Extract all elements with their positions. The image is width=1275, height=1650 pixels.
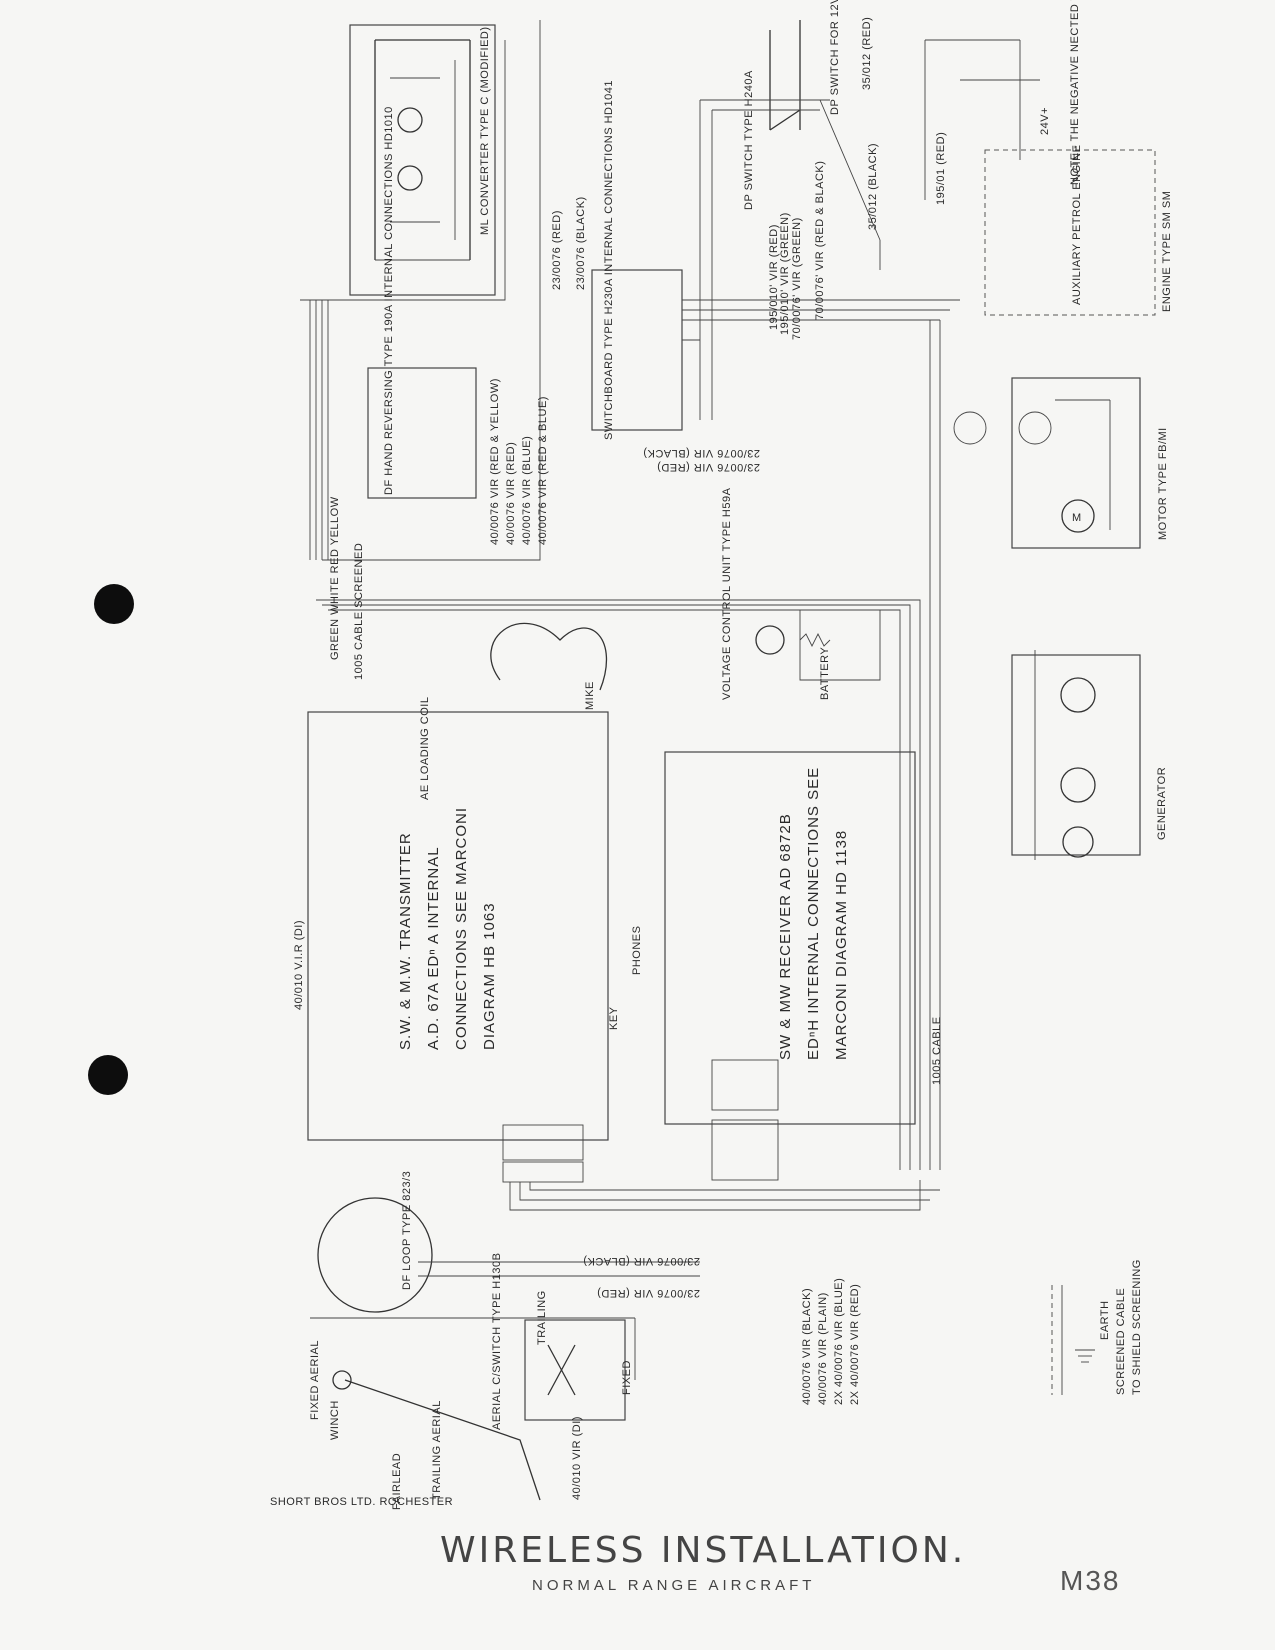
wire-195-01-red-label: 195/01 (RED) — [935, 132, 947, 205]
cable-screened-label: 1005 CABLE SCREENED — [353, 543, 365, 680]
cable-1005-label: 1005 CABLE — [931, 1016, 943, 1085]
legend-black: 40/0076 VIR (BLACK) — [801, 1288, 813, 1405]
drawing-number: M38 — [1060, 1565, 1120, 1596]
aerial-switch — [310, 1317, 636, 1501]
wire-40-010-di-label: 40/010 VIR (DI) — [571, 1416, 583, 1500]
ml-converter — [349, 24, 496, 296]
fixed-label: FIXED — [621, 1360, 633, 1395]
legend-plain: 40/0076 VIR (PLAIN) — [817, 1292, 829, 1405]
wire-195-red-label: 195/010' VIR (RED) — [768, 224, 780, 330]
receiver-line3: MARCONI DIAGRAM HD 1138 — [833, 830, 850, 1060]
voltage-control-label: VOLTAGE CONTROL UNIT TYPE H59A — [721, 487, 733, 700]
df-loop-label: DF LOOP TYPE 823/3 — [401, 1171, 413, 1290]
generator-box — [1011, 650, 1141, 860]
wire-70-green-label: 70/0076' VIR (GREEN) — [791, 217, 803, 340]
receiver-line1: SW & MW RECEIVER AD 6872B — [777, 813, 794, 1060]
engine-type-label: ENGINE TYPE SM SM — [1161, 191, 1173, 312]
ml-converter-label: ML CONVERTER TYPE C (MODIFIED) — [479, 26, 491, 235]
transmitter-box — [307, 711, 609, 1141]
fairlead-label: FAIRLEAD — [391, 1453, 403, 1510]
receiver-line2: EDⁿH INTERNAL CONNECTIONS SEE — [805, 767, 822, 1060]
switchboard-label: SWITCHBOARD TYPE H230A INTERNAL CONNECTI… — [603, 80, 615, 440]
headset — [490, 622, 608, 691]
wire-35-012-red-label: 35/012 (RED) — [861, 17, 873, 90]
wire-70-redblack-label: 70/0076' VIR (RED & BLACK) — [814, 161, 826, 320]
wire-23-black-loop-label: 23/0076 VIR (BLACK) — [583, 1255, 700, 1267]
df-hand-label: DF HAND REVERSING TYPE 190A INTERNAL CON… — [383, 106, 395, 495]
screened-cable-symbol — [1051, 1285, 1095, 1395]
transmitter-line2: A.D. 67A EDⁿ A INTERNAL — [425, 846, 442, 1050]
drawing-subtitle: NORMAL RANGE AIRCRAFT — [532, 1577, 815, 1594]
colour-list-label: GREEN WHITE RED YELLOW — [329, 496, 341, 660]
wire-40-010-label: 40/010 V.I.R (DI) — [293, 920, 305, 1010]
wire-40-redblue-label: 40/0076 VIR (RED & BLUE) — [537, 396, 549, 545]
switchboard-box — [591, 100, 960, 1170]
aux-engine-box — [984, 149, 1156, 316]
aerial-switch-label: AERIAL C/SWITCH TYPE H130B — [491, 1253, 503, 1430]
svg-text:M: M — [1072, 512, 1082, 524]
screened-cable-label: SCREENED CABLE — [1115, 1288, 1127, 1395]
supply-terminals — [924, 39, 1040, 200]
wire-40-red-label: 40/0076 VIR (RED) — [505, 442, 517, 545]
wire-23-black-h-label: 23/0076 VIR (BLACK) — [643, 447, 760, 459]
maker-label: SHORT BROS LTD. ROCHESTER — [270, 1496, 453, 1508]
winch-label: WINCH — [329, 1400, 341, 1440]
motor-type-label: MOTOR TYPE FB/MI — [1157, 427, 1169, 540]
trailing-label: TRAILING — [536, 1290, 548, 1345]
legend-red: 2X 40/0076 VIR (RED) — [849, 1284, 861, 1405]
transmitter-line4: DIAGRAM HB 1063 — [481, 902, 498, 1050]
legend-blue: 2X 40/0076 VIR (BLUE) — [833, 1278, 845, 1405]
wire-40-blue-label: 40/0076 VIR (BLUE) — [521, 436, 533, 545]
punch-hole-top — [94, 584, 134, 624]
transmitter-line3: CONNECTIONS SEE MARCONI — [453, 807, 470, 1050]
mike-label: MIKE — [584, 681, 596, 710]
phones-label: PHONES — [631, 926, 643, 975]
dp-switch-label: DP SWITCH TYPE H240A — [743, 70, 755, 210]
wire-23-red-h-label: 23/0076 VIR (RED) — [657, 461, 760, 473]
drawing-title: WIRELESS INSTALLATION. — [440, 1530, 966, 1571]
cable-bundle-left — [300, 20, 921, 1170]
transmitter-line1: S.W. & M.W. TRANSMITTER — [397, 832, 414, 1050]
battery-label: BATTERY — [819, 647, 831, 700]
earth-label: EARTH — [1099, 1300, 1111, 1340]
wire-195-green-label: 195/010' VIR (GREEN) — [779, 212, 791, 335]
df-hand-box — [367, 367, 477, 499]
dp-switch — [700, 20, 881, 270]
wire-ht-black-label: 23/0076 (BLACK) — [575, 196, 587, 290]
screening-label: TO SHIELD SCREENING — [1131, 1259, 1143, 1395]
motor-box: M — [953, 377, 1141, 549]
ae-loading-label: AE LOADING COIL — [419, 697, 431, 800]
wire-40-redyellow-label: 40/0076 VIR (RED & YELLOW) — [489, 378, 501, 545]
aux-engine-label: AUXILIARY PETROL ENGINE — [1071, 145, 1083, 305]
receiver-box — [664, 751, 916, 1125]
terminal-strip — [502, 1059, 940, 1211]
wire-23-red-loop-label: 23/0076 VIR (RED) — [597, 1287, 700, 1299]
fixed-aerial-label: FIXED AERIAL — [309, 1340, 321, 1420]
df-loop — [317, 1197, 700, 1313]
key-label: KEY — [608, 1006, 620, 1030]
dp-switch-12v-label: DP SWITCH FOR 12V SUPPLY — [829, 0, 841, 115]
trailing-aerial-label: TRAILING AERIAL — [431, 1400, 443, 1500]
punch-hole-bottom — [88, 1055, 128, 1095]
note-label: NOTE - THE NEGATIVE NECTED TO NEGATIVE T… — [1069, 0, 1081, 185]
generator-label: GENERATOR — [1156, 767, 1168, 840]
v24-label: 24V+ — [1039, 107, 1051, 135]
wire-35-black-label: 35/012 (BLACK) — [867, 143, 879, 230]
wire-ht-red-label: 23/0076 (RED) — [551, 210, 563, 290]
voltage-control — [755, 609, 881, 681]
